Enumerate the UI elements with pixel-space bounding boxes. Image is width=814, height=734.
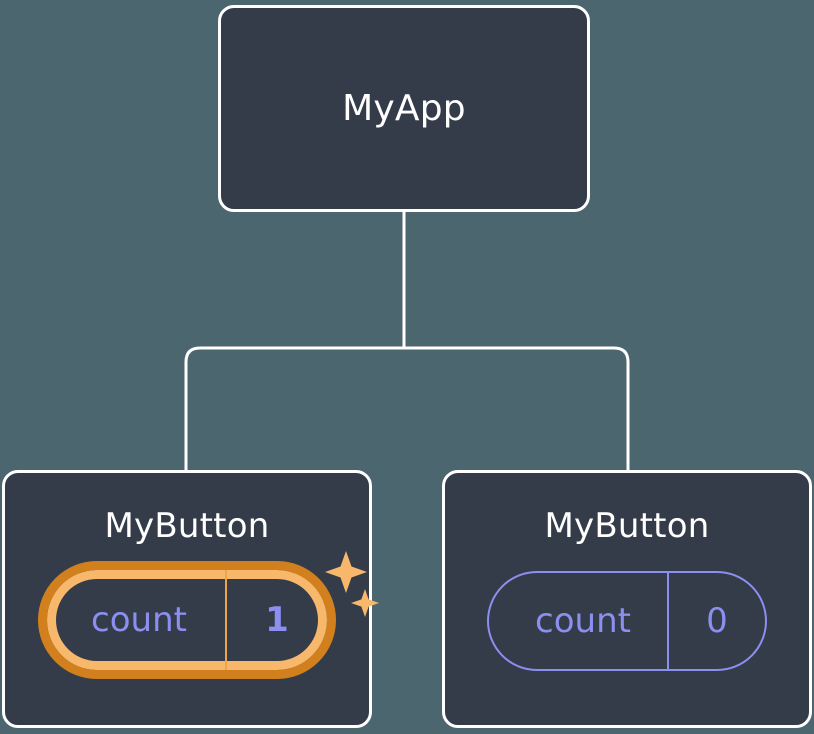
state-value: 1 [225, 570, 327, 670]
node-mybutton-right[interactable]: MyButton count 0 [442, 470, 812, 728]
node-title: MyButton [544, 506, 710, 546]
state-pill-highlighted[interactable]: count 1 [38, 561, 336, 679]
state-key: count [535, 601, 631, 641]
state-key: count [91, 600, 187, 640]
state-pill[interactable]: count 0 [487, 571, 767, 671]
node-myapp[interactable]: MyApp [218, 5, 590, 212]
state-value: 0 [667, 573, 765, 669]
state-pill-wrapper: count 0 [487, 571, 767, 671]
state-pill-wrapper: count 1 [38, 551, 379, 679]
node-title: MyApp [342, 87, 466, 129]
node-title: MyButton [104, 506, 270, 546]
sparkle-large-icon [325, 551, 367, 593]
node-mybutton-left[interactable]: MyButton count 1 [2, 470, 379, 728]
connector-child-bus [184, 346, 630, 470]
